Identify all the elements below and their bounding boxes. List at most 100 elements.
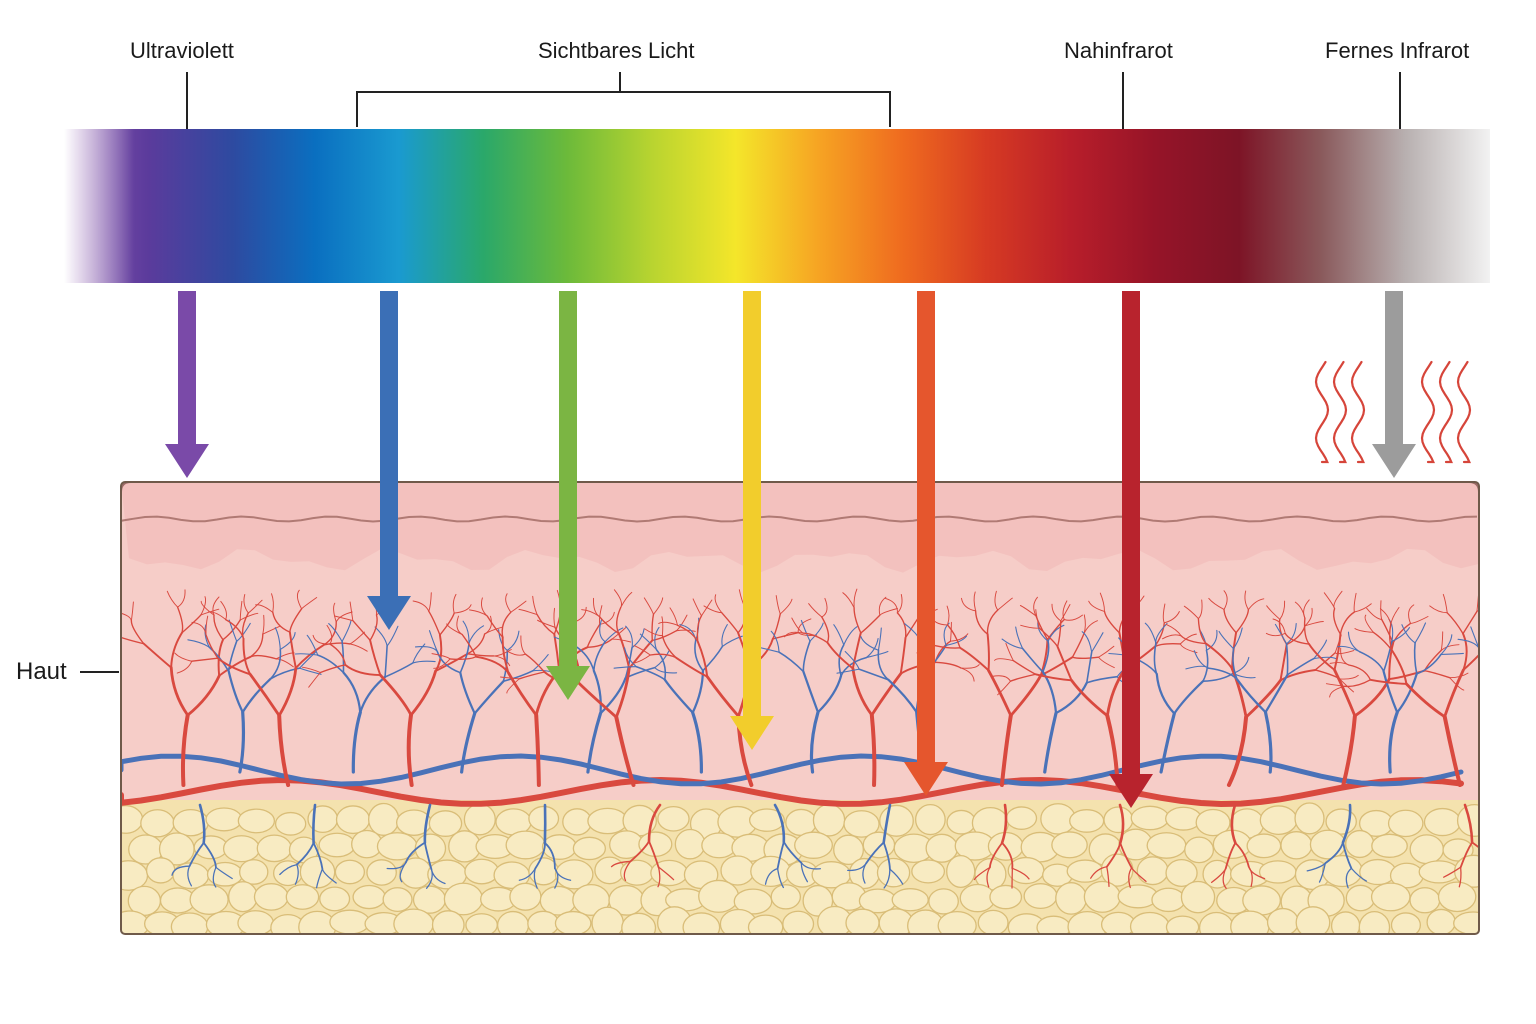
- vessel-branch: [378, 673, 413, 717]
- vessel-branch: [1144, 622, 1157, 644]
- vessel-branch: [1193, 650, 1209, 669]
- fat-cell: [1437, 881, 1477, 913]
- vessel-branch: [663, 678, 694, 714]
- fat-cell: [1136, 856, 1169, 886]
- vessel-branch: [553, 607, 556, 628]
- fat-cell: [1055, 882, 1088, 915]
- vessel-branch: [218, 656, 252, 677]
- fat-cell: [785, 808, 818, 837]
- vessel-branch: [858, 668, 890, 681]
- vessel-branch: [200, 600, 215, 616]
- fat-cell: [594, 856, 625, 885]
- vessel-branch: [341, 640, 345, 674]
- fat-cell: [334, 859, 366, 885]
- vessel-branch: [186, 674, 221, 717]
- vessel-branch: [106, 622, 118, 636]
- label-leaders: [80, 72, 1401, 673]
- vessel-branch: [772, 632, 799, 640]
- vessel-branch: [974, 610, 989, 635]
- fat-cell: [366, 859, 397, 886]
- vessel-branch: [1223, 608, 1237, 634]
- vessel-branch: [1388, 642, 1395, 681]
- vessel-branch: [840, 656, 868, 677]
- vessel-branch: [1005, 642, 1014, 662]
- vessel-branch: [945, 635, 968, 646]
- vessel-branch: [629, 840, 650, 863]
- vessel-branch: [577, 681, 618, 719]
- vessel-branch: [1163, 611, 1180, 624]
- ray-orange-arrow: [904, 291, 948, 796]
- fat-cell: [1456, 804, 1479, 837]
- vessel-branch: [791, 617, 804, 634]
- vessel-branch: [299, 651, 316, 669]
- vessel-branch: [986, 633, 990, 672]
- fat-cell: [619, 859, 655, 886]
- vessel-branch: [1345, 867, 1353, 889]
- vessel-branch: [296, 589, 303, 610]
- vessel-branch: [1405, 682, 1447, 719]
- fat-cell: [121, 860, 149, 891]
- vessel-branch: [431, 653, 451, 660]
- fat-cell: [698, 879, 740, 913]
- vessel-branch: [1318, 862, 1326, 883]
- vessel-branch: [493, 655, 511, 667]
- vessel-branch: [1009, 673, 1037, 682]
- vessel-branch: [220, 600, 227, 621]
- fat-cell: [1409, 887, 1441, 914]
- vessel-branch: [255, 604, 274, 613]
- vessel-branch: [946, 605, 950, 626]
- vessel-branch: [1000, 803, 1008, 845]
- vessel-branch: [1532, 668, 1536, 678]
- vessel-branch: [973, 591, 977, 612]
- vessel-branch: [532, 595, 538, 616]
- vessel-branch: [610, 860, 632, 868]
- vessel-branch: [534, 713, 541, 787]
- fat-cell: [121, 805, 144, 834]
- vessel-branch: [187, 865, 193, 887]
- fat-cell: [1246, 833, 1282, 859]
- vessel-branch: [1440, 634, 1453, 655]
- vessel-branch: [308, 672, 321, 688]
- vessel-branch: [802, 632, 829, 644]
- vessel-branch: [654, 667, 678, 674]
- fat-cell: [682, 912, 721, 934]
- vessel-branch: [317, 654, 345, 674]
- vessel-branch: [851, 631, 862, 670]
- vessel-branch: [694, 639, 704, 672]
- vessel-branch: [121, 635, 145, 645]
- fat-cell: [1370, 882, 1411, 912]
- ray-yellow-arrow: [730, 291, 774, 750]
- vessel-branch: [703, 605, 723, 614]
- vessel-branch: [536, 613, 555, 635]
- vessel-branch: [1369, 678, 1408, 685]
- vessel-branch: [130, 620, 145, 645]
- fat-cell: [674, 828, 706, 860]
- vessel-branch: [386, 625, 399, 647]
- vessel-branch: [887, 678, 918, 714]
- vessel-branch: [239, 612, 259, 621]
- vessel-branch: [1380, 600, 1383, 620]
- vessel-branch: [1341, 803, 1352, 844]
- vessel-branch: [1471, 841, 1479, 862]
- fat-cell: [720, 855, 755, 886]
- vessel-branch: [1333, 668, 1357, 718]
- vessel-branch: [1279, 600, 1286, 620]
- vessel-branch: [1051, 603, 1062, 622]
- vessel-branch: [468, 625, 485, 644]
- vessel-branch: [248, 672, 281, 717]
- vessel-branch: [1408, 604, 1415, 624]
- vessel-branch: [204, 624, 210, 648]
- vessel-branch: [1489, 639, 1515, 644]
- vessel-branch: [574, 645, 595, 672]
- vessel-branch: [1103, 610, 1121, 634]
- vessel-branch: [764, 867, 779, 885]
- fat-cell: [368, 802, 400, 836]
- vessel-branch: [878, 596, 887, 616]
- vessel-branch: [334, 615, 354, 622]
- vessel-branch: [312, 634, 331, 645]
- vessel-branch: [1118, 803, 1125, 845]
- vessel-branch: [460, 711, 477, 774]
- fat-cell: [239, 859, 269, 885]
- vessel-branch: [1494, 603, 1505, 618]
